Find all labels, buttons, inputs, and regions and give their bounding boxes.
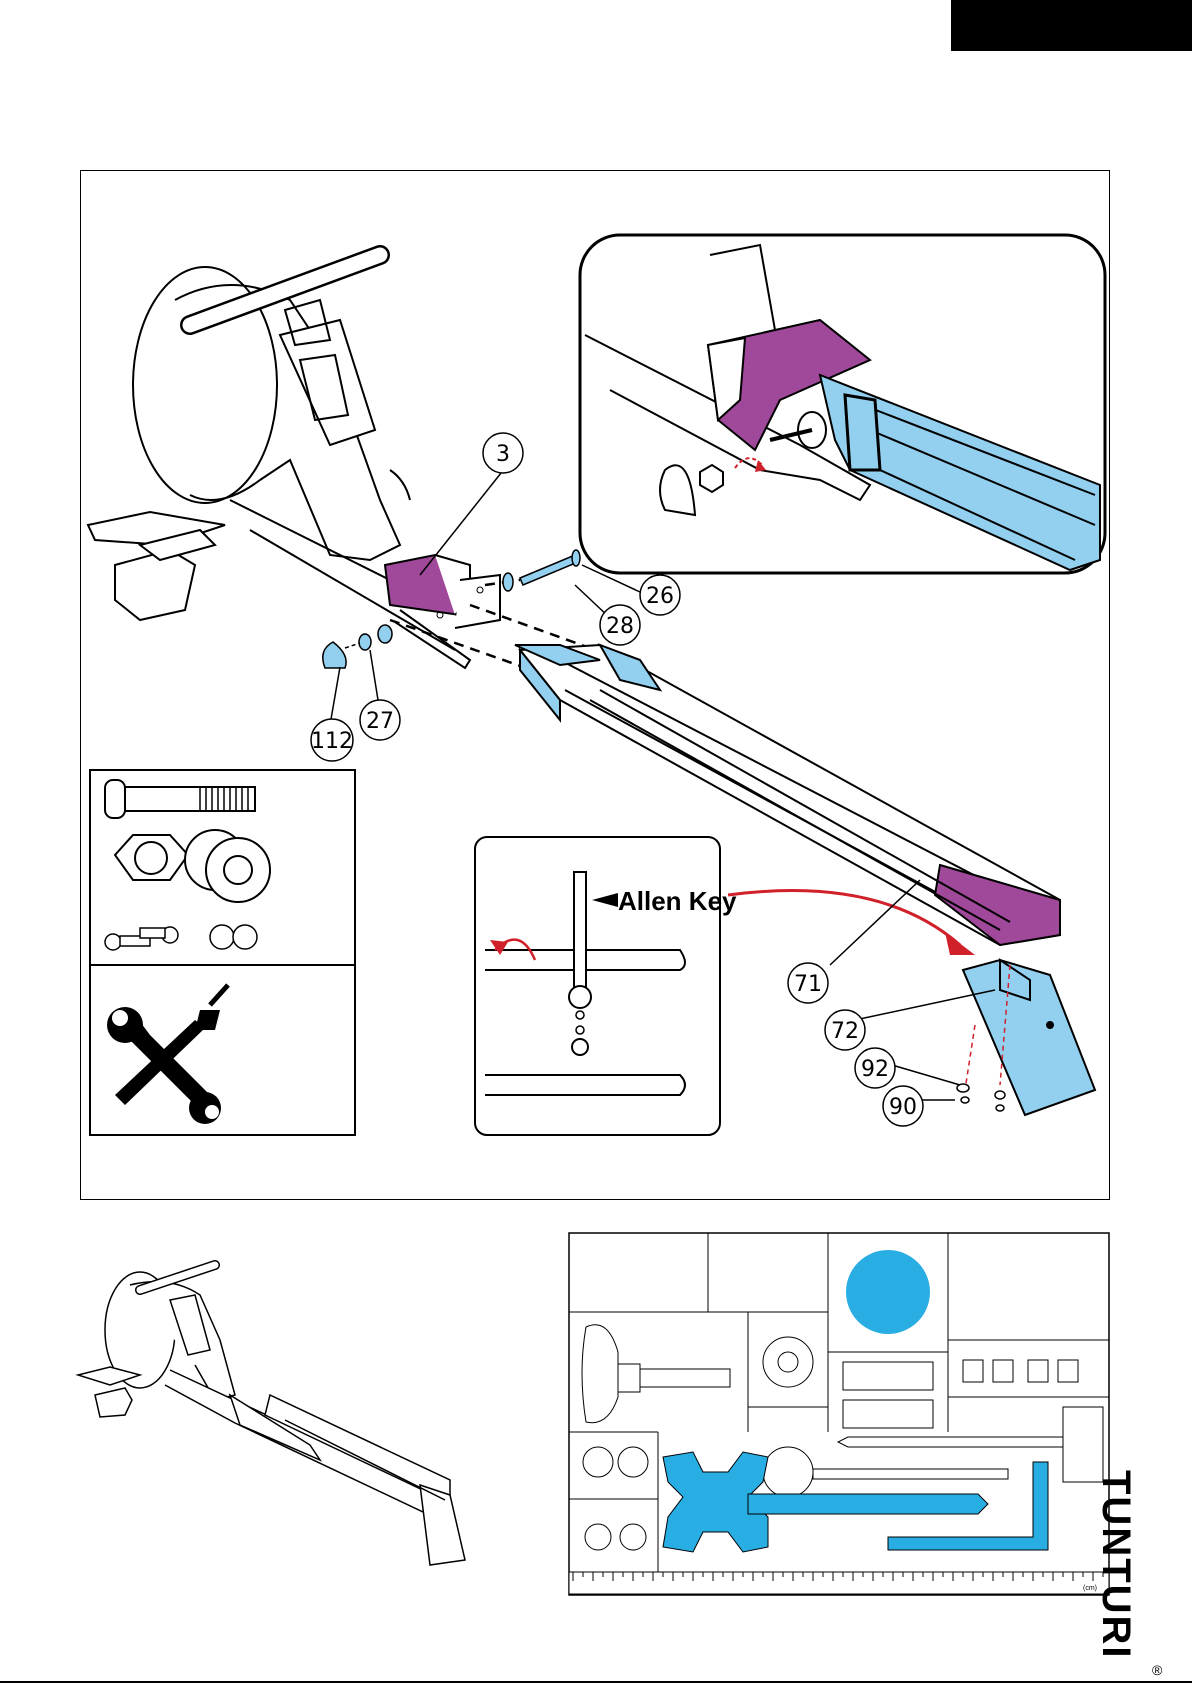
svg-text:28: 28 — [606, 614, 634, 639]
svg-text:3: 3 — [496, 442, 510, 467]
rear-foot-72 — [963, 960, 1095, 1115]
hardware-legend-box — [90, 770, 355, 1135]
washer-27 — [345, 625, 392, 650]
front-bracket-part-3 — [385, 555, 500, 628]
allen-key-detail-box: Allen Key — [475, 837, 737, 1135]
detail-zoom-box — [580, 235, 1105, 573]
blue-cap-part — [846, 1250, 930, 1334]
callout-27: 27 — [360, 700, 400, 740]
callout-3: 3 — [483, 433, 523, 473]
svg-text:27: 27 — [366, 709, 394, 734]
foot-pedal — [88, 512, 225, 620]
end-cap-112 — [323, 642, 346, 668]
svg-text:72: 72 — [831, 1019, 859, 1044]
callout-92: 92 — [855, 1048, 895, 1088]
bolt-26 — [503, 550, 580, 591]
svg-text:112: 112 — [311, 729, 353, 754]
callout-90: 90 — [883, 1086, 923, 1126]
svg-text:26: 26 — [646, 584, 674, 609]
assembled-rower-thumbnail — [70, 1255, 490, 1575]
allen-key-label: Allen Key — [618, 886, 737, 916]
svg-text:71: 71 — [794, 972, 822, 997]
screws-90-92 — [957, 1084, 1005, 1111]
svg-text:90: 90 — [889, 1095, 917, 1120]
callout-26: 26 — [640, 575, 680, 615]
svg-text:92: 92 — [861, 1057, 889, 1082]
ruler: (cm) — [569, 1572, 1109, 1594]
red-arrow-head — [945, 932, 975, 955]
brand-logo: TUNTURI — [1093, 1470, 1138, 1660]
hardware-kit-tray: (cm) — [568, 1232, 1113, 1597]
registered-mark: ® — [1152, 1662, 1162, 1678]
bottom-rule — [0, 1681, 1192, 1683]
callout-71: 71 — [788, 963, 828, 1003]
callout-28: 28 — [600, 605, 640, 645]
assembly-diagram: 3 26 28 27 112 71 72 92 90 — [0, 0, 1192, 1220]
callout-112: 112 — [311, 719, 353, 761]
callout-72: 72 — [825, 1010, 865, 1050]
